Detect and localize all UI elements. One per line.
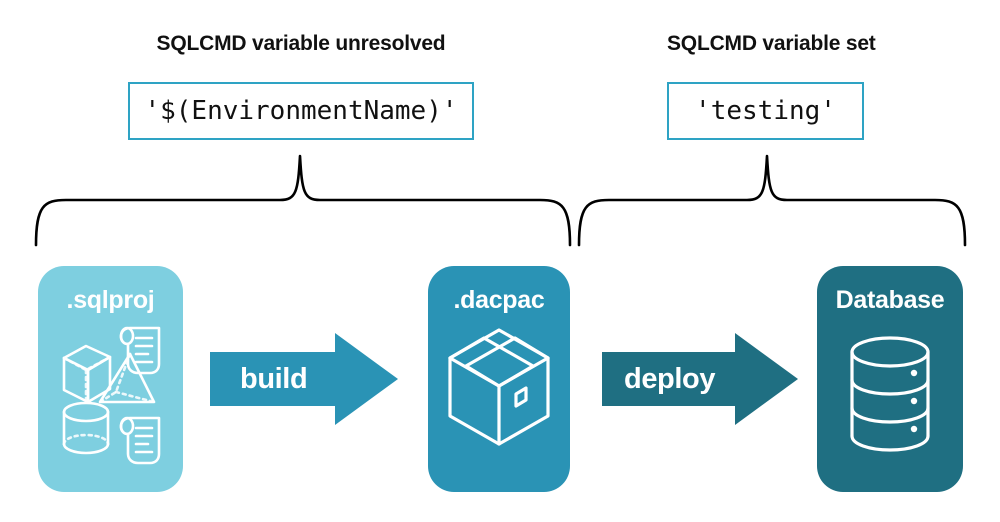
brace-right-icon	[577, 154, 967, 247]
stage-box-sqlproj: .sqlproj	[38, 266, 183, 492]
arrow-deploy-label: deploy	[624, 363, 716, 395]
scroll-icon	[119, 326, 161, 375]
variable-value-right: 'testing'	[695, 96, 836, 126]
package-box-icon	[448, 328, 550, 446]
sqlproj-artwork	[62, 326, 161, 465]
pyramid-icon	[98, 352, 156, 404]
cube-icon	[62, 344, 112, 404]
arrow-build-label: build	[240, 363, 308, 395]
annotation-heading-left: SQLCMD variable unresolved	[156, 32, 446, 55]
arrow-deploy-icon	[602, 333, 798, 425]
stage-caption-sqlproj: .sqlproj	[66, 286, 155, 314]
brace-left-icon	[34, 154, 572, 247]
arrow-build: build	[210, 333, 398, 425]
cylinder-icon	[62, 401, 110, 455]
database-cylinder-icon	[850, 336, 930, 452]
arrow-build-icon	[210, 333, 398, 425]
variable-value-box-right: 'testing'	[667, 82, 864, 140]
dacpac-artwork	[448, 328, 550, 446]
arrow-deploy: deploy	[602, 333, 798, 425]
annotation-heading-right: SQLCMD variable set	[667, 32, 876, 55]
stage-caption-database: Database	[835, 286, 945, 314]
stage-box-dacpac: .dacpac	[428, 266, 570, 492]
stage-caption-dacpac: .dacpac	[453, 286, 545, 314]
variable-value-left: '$(EnvironmentName)'	[144, 96, 458, 126]
variable-value-box-left: '$(EnvironmentName)'	[128, 82, 474, 140]
database-artwork	[850, 336, 930, 452]
stage-box-database: Database	[817, 266, 963, 492]
scroll-icon	[119, 416, 161, 465]
